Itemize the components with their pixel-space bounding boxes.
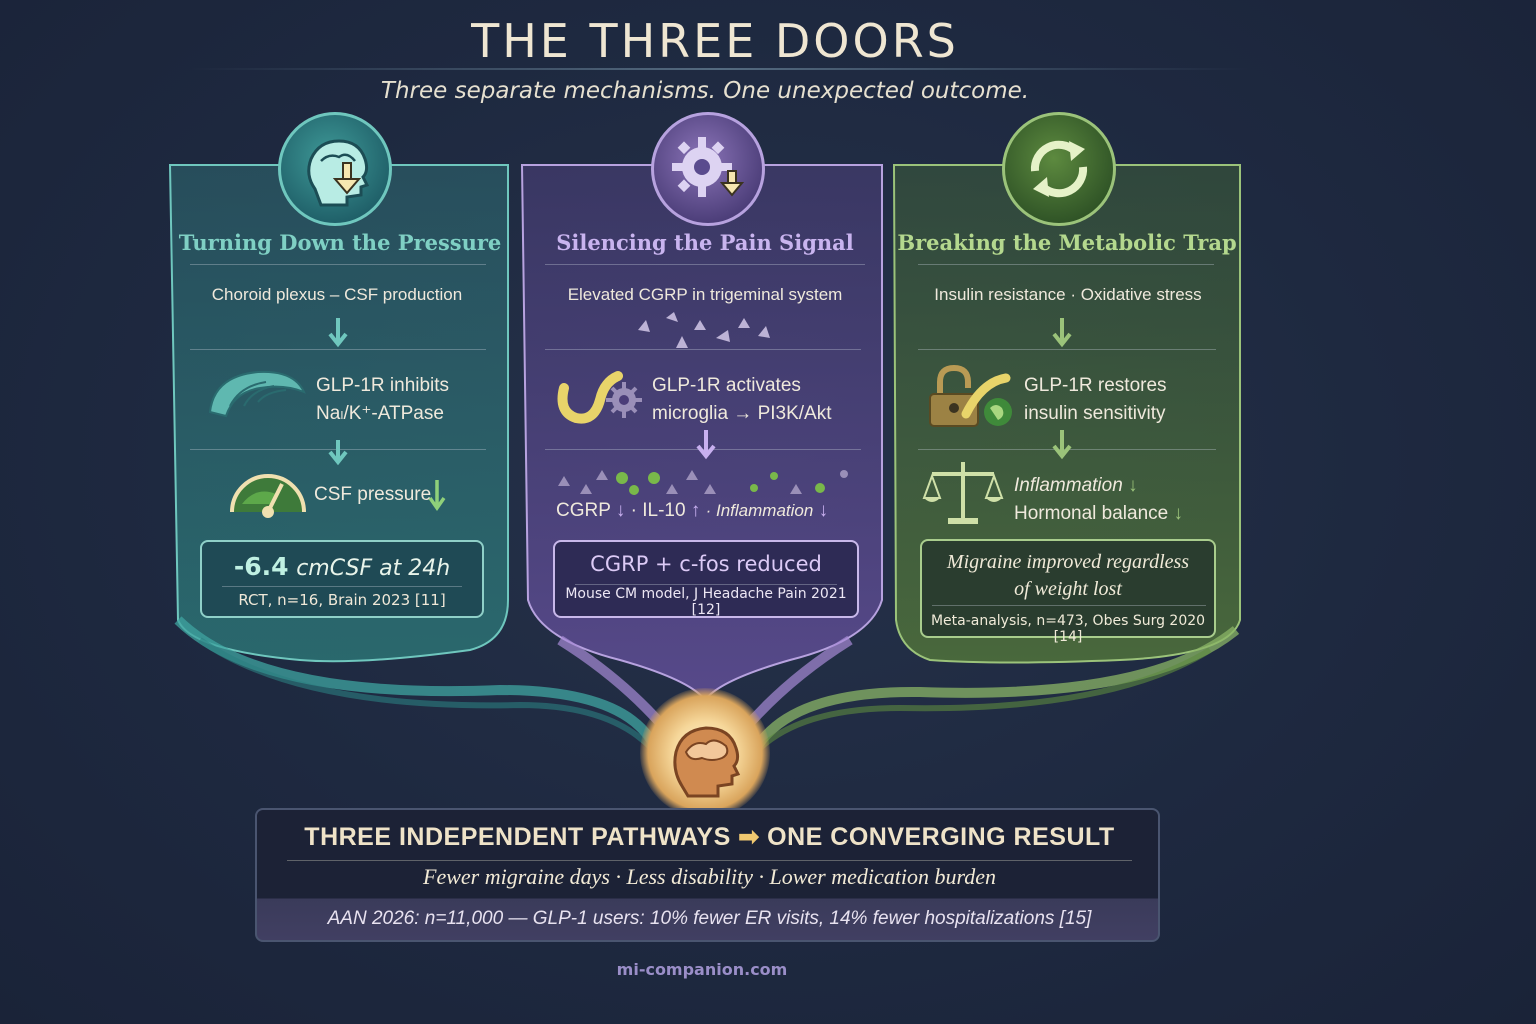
down-arrow-icon: ↓ bbox=[615, 500, 626, 521]
cgrp-particles-icon bbox=[638, 312, 770, 348]
step-line: Naₗ/K⁺-ATPase bbox=[316, 403, 444, 424]
head-arrow-down-icon bbox=[278, 112, 392, 226]
citation: RCT, n=16, Brain 2023 [11] bbox=[238, 591, 446, 609]
headline-right: ONE CONVERGING RESULT bbox=[767, 823, 1115, 851]
column-title-pain: Silencing the Pain Signal bbox=[556, 230, 854, 255]
divider bbox=[190, 349, 486, 350]
arrow-down-icon bbox=[328, 440, 348, 466]
divider bbox=[918, 264, 1214, 265]
recycle-arrows-icon bbox=[1002, 112, 1116, 226]
down-arrow-icon: ↓ bbox=[1128, 475, 1138, 496]
choroid-plexus-icon bbox=[208, 370, 306, 418]
title-divider bbox=[190, 68, 1250, 70]
divider bbox=[222, 586, 462, 587]
result-box-pressure: -6.4 cmCSF at 24h RCT, n=16, Brain 2023 … bbox=[200, 540, 484, 618]
step-line: microglia → PI3K/Akt bbox=[652, 403, 832, 424]
citation: Meta-analysis, n=473, Obes Surg 2020 [14… bbox=[930, 613, 1206, 645]
page-subtitle: Three separate mechanisms. One unexpecte… bbox=[380, 78, 1030, 104]
page-title: THE THREE DOORS bbox=[471, 14, 959, 68]
effect-il10: · IL-10 bbox=[630, 500, 686, 521]
headline-left: THREE INDEPENDENT PATHWAYS bbox=[304, 823, 731, 851]
result-box-metabolic: Migraine improved regardless of weight l… bbox=[920, 539, 1216, 645]
divider bbox=[918, 349, 1216, 350]
result-value: -6.4 bbox=[233, 552, 289, 581]
column-title-metabolic: Breaking the Metabolic Trap bbox=[897, 230, 1237, 255]
divider bbox=[190, 264, 486, 265]
arrow-down-icon bbox=[696, 430, 716, 460]
effect-cgrp: CGRP bbox=[556, 500, 611, 521]
trigger-text: Insulin resistance · Oxidative stress bbox=[934, 285, 1202, 304]
citation: Mouse CM model, J Headache Pain 2021 [12… bbox=[565, 586, 847, 618]
panel-metabolic bbox=[892, 164, 1241, 664]
arrow-down-icon bbox=[328, 318, 348, 348]
divider bbox=[287, 860, 1132, 861]
result-text: CGRP + c-fos reduced bbox=[590, 552, 822, 576]
footer-website: mi-companion.com bbox=[616, 960, 788, 979]
effect-inflammation: Inflammation bbox=[1014, 475, 1123, 496]
pressure-gauge-icon bbox=[230, 474, 306, 518]
divider bbox=[932, 605, 1206, 606]
result-unit: cmCSF at 24h bbox=[296, 556, 451, 581]
convergence-citation: AAN 2026: n=11,000 — GLP-1 users: 10% fe… bbox=[327, 908, 1092, 929]
ribbon-teal bbox=[174, 616, 665, 762]
divider bbox=[545, 264, 865, 265]
outcomes-text: Fewer migraine days · Less disability · … bbox=[423, 864, 996, 889]
result-line: of weight lost bbox=[1014, 578, 1122, 600]
arrow-right-icon: ➡ bbox=[738, 823, 760, 851]
effect-inflammation: · Inflammation bbox=[705, 501, 814, 520]
gear-arrow-down-icon bbox=[651, 112, 765, 226]
trigger-text: Choroid plexus – CSF production bbox=[211, 285, 463, 304]
down-arrow-icon: ↓ bbox=[1173, 503, 1183, 524]
result-line: Migraine improved regardless bbox=[946, 551, 1190, 573]
step-line: GLP-1R inhibits bbox=[316, 375, 450, 396]
trigger-text: Elevated CGRP in trigeminal system bbox=[567, 285, 843, 304]
step-line: insulin sensitivity bbox=[1024, 403, 1166, 424]
arrow-down-icon bbox=[428, 480, 446, 512]
cytokine-particles-icon bbox=[558, 470, 848, 495]
ribbon-green bbox=[745, 626, 1240, 763]
effect-text: CSF pressure bbox=[314, 484, 432, 505]
divider bbox=[545, 349, 861, 350]
step-line: GLP-1R activates bbox=[652, 375, 801, 396]
effect-hormonal-balance: Hormonal balance bbox=[1014, 503, 1169, 524]
step-line: GLP-1R restores bbox=[1024, 375, 1167, 396]
arrow-down-icon bbox=[1052, 430, 1072, 460]
converging-brain-icon bbox=[640, 688, 770, 818]
down-arrow-icon: ↓ bbox=[818, 500, 829, 521]
convergence-summary: THREE INDEPENDENT PATHWAYS ➡ ONE CONVERG… bbox=[255, 808, 1160, 942]
balance-scale-icon bbox=[922, 462, 1004, 524]
result-box-pain: CGRP + c-fos reduced Mouse CM model, J H… bbox=[553, 540, 859, 618]
divider bbox=[575, 584, 837, 585]
microglia-icon bbox=[557, 371, 642, 424]
column-title-pressure: Turning Down the Pressure bbox=[178, 230, 502, 255]
arrow-down-icon bbox=[1052, 318, 1072, 348]
up-arrow-icon: ↑ bbox=[690, 500, 701, 521]
unlocked-padlock-icon bbox=[929, 364, 1012, 427]
